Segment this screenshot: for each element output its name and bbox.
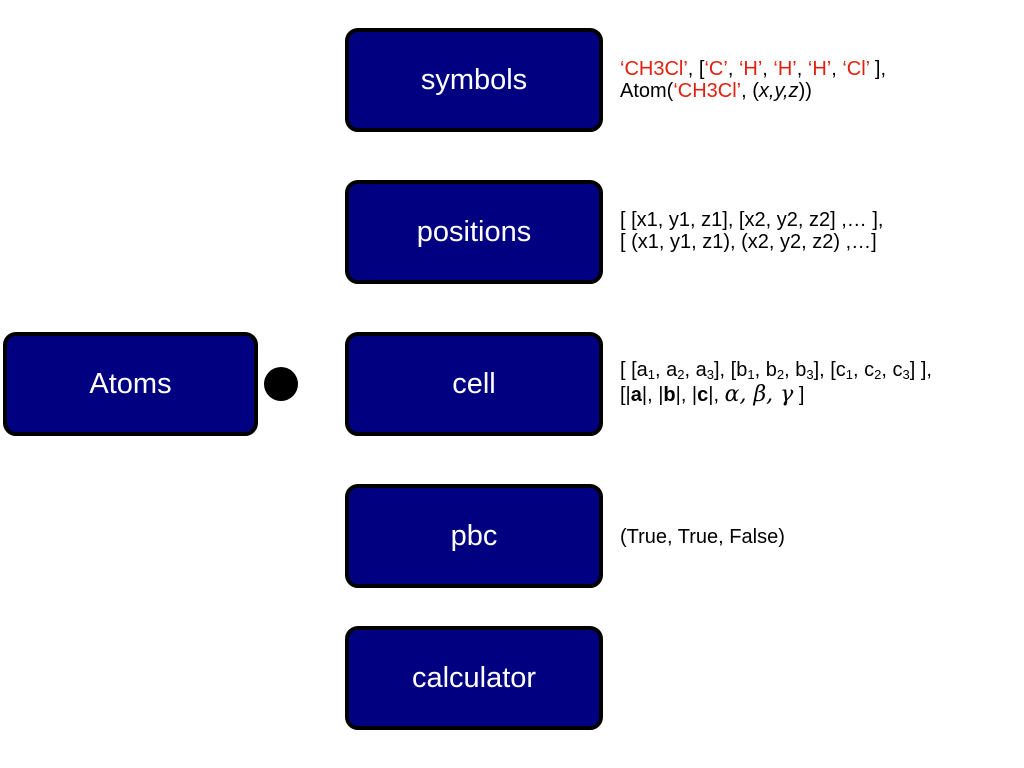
symbols-desc-line2: Atom(‘CH3Cl’, (x,y,z)) [620,80,886,102]
highlight-text: ‘CH3Cl’ [620,58,688,80]
cell-text: , [766,382,781,407]
positions-description: [ [x1, y1, z1], [x2, y2, z2] ,… ], [ (x1… [620,209,883,253]
cell-text: , a [684,359,707,381]
cell-desc-line2: [|a|, |b|, |c|, α, β, γ ] [620,382,932,407]
gamma-symbol: γ [780,382,794,407]
cell-text: [| [620,384,631,406]
highlight-text: ‘H’ [738,58,763,80]
cell-subscript: 1 [647,367,656,382]
atoms-box: Atoms [3,332,258,436]
cell-text: |, [708,384,725,406]
desc-text: , [ [687,58,705,80]
cell-subscript: 2 [776,367,785,382]
desc-text: Atom( [620,80,674,102]
desc-text: , [762,58,774,80]
desc-text: , ( [741,80,759,102]
desc-text: x,y,z [758,80,799,102]
cell-description: [ [a1, a2, a3], [b1, b2, b3], [c1, c2, c… [620,359,932,406]
cell-text: , b [784,359,807,381]
highlight-text: ‘CH3Cl’ [673,80,742,102]
symbols-box: symbols [345,28,603,132]
pbc-label: pbc [450,519,498,552]
cell-subscript: 1 [845,367,854,382]
highlight-text: ‘H’ [773,58,797,80]
cell-subscript: 2 [874,367,882,382]
cell-text: ] [793,384,805,406]
pbc-description: (True, True, False) [620,526,785,548]
desc-text: , [831,58,843,80]
pbc-box: pbc [345,484,603,588]
atoms-label: Atoms [89,367,172,400]
desc-text: , [796,58,808,80]
cell-subscript: 3 [902,367,910,382]
positions-box: positions [345,180,603,284]
desc-text: , [727,58,739,80]
cell-subscript: 3 [806,367,814,382]
cell-text: , c [853,359,875,381]
cell-text: , [739,382,754,407]
calculator-label: calculator [411,661,537,694]
cell-text: , a [655,359,678,381]
cell-text: ], [b [714,359,748,381]
cell-box: cell [345,332,603,436]
desc-text: ], [869,58,887,80]
symbols-desc-line1: ‘CH3Cl’, [‘C’, ‘H’, ‘H’, ‘H’, ‘Cl’ ], [620,58,886,80]
cell-subscript: 1 [747,367,755,382]
pbc-desc-line: (True, True, False) [620,526,785,548]
highlight-text: ‘Cl’ [842,58,870,80]
positions-desc-line1: [ [x1, y1, z1], [x2, y2, z2] ,… ], [620,209,884,231]
highlight-text: ‘C’ [704,58,728,80]
cell-text: |, | [641,384,664,406]
cell-subscript: 2 [677,367,685,382]
cell-text: |, | [675,384,698,406]
calculator-box: calculator [345,626,603,730]
composition-dot [264,367,298,401]
highlight-text: ‘H’ [807,58,832,80]
cell-vector-a: a [630,384,642,406]
beta-symbol: β [753,382,767,407]
cell-text: ] ], [909,359,932,381]
cell-vector-b: b [663,384,676,406]
cell-subscript: 3 [706,367,714,382]
positions-label: positions [416,215,532,248]
cell-text: ], [c [813,359,846,381]
cell-text: , b [754,359,777,381]
cell-desc-line1: [ [a1, a2, a3], [b1, b2, b3], [c1, c2, c… [620,359,932,381]
cell-vector-c: c [697,384,709,406]
symbols-label: symbols [420,63,528,96]
alpha-symbol: α [724,382,740,407]
positions-desc-line2: [ (x1, y1, z1), (x2, y2, z2) ,…] [620,231,877,253]
cell-label: cell [452,367,496,400]
desc-text: )) [798,80,812,102]
cell-text: , c [881,359,903,381]
symbols-description: ‘CH3Cl’, [‘C’, ‘H’, ‘H’, ‘H’, ‘Cl’ ], At… [620,58,886,102]
cell-text: [ [a [620,359,648,381]
